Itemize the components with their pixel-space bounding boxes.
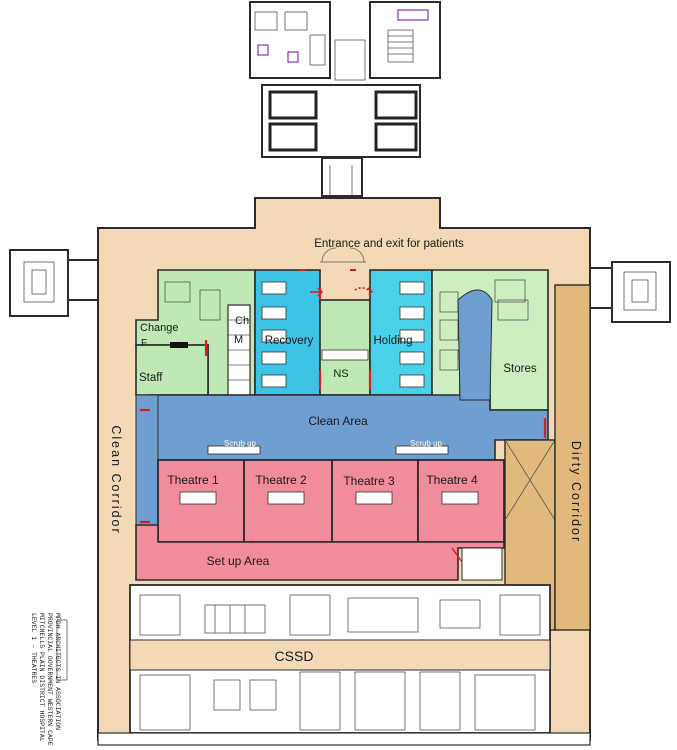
east-stair xyxy=(589,261,671,323)
m-label: M xyxy=(234,334,243,346)
west-stair xyxy=(9,249,99,317)
north-block xyxy=(249,1,441,81)
dirty-corridor-label: Dirty Corridor xyxy=(569,441,583,543)
ch-label: Ch xyxy=(235,315,249,327)
lift-lobby xyxy=(261,84,421,197)
setup-area-label: Set up Area xyxy=(207,554,270,568)
theatre-3-label: Theatre 3 xyxy=(343,474,395,488)
theatre-2-label: Theatre 2 xyxy=(255,473,307,487)
scrub-up-label-1: Scrub up xyxy=(224,439,257,448)
theatre-1-label: Theatre 1 xyxy=(167,473,219,487)
title-line-1: LEVEL 1 - THEATRES xyxy=(30,613,37,683)
holding-beds xyxy=(399,281,425,388)
ns-label: NS xyxy=(333,368,348,380)
change-f-label: F xyxy=(141,338,147,349)
clean-area-label: Clean Area xyxy=(308,414,368,428)
entrance-doors xyxy=(320,247,366,263)
title-block: LEVEL 1 - THEATRES MITCHELLS PLAIN DISTR… xyxy=(30,613,61,746)
title-line-4: MPDH ARCHITECTS IN ASSOCIATION xyxy=(54,613,61,730)
theatre-4-label: Theatre 4 xyxy=(426,473,478,487)
title-line-2: MITCHELLS PLAIN DISTRICT HOSPITAL xyxy=(38,613,45,742)
scrub-up-label-2: Scrub up xyxy=(410,439,443,448)
dirty-corridor-zone xyxy=(554,284,591,631)
entrance-label: Entrance and exit for patients xyxy=(314,238,464,250)
stores-label: Stores xyxy=(503,363,536,375)
title-line-3: PROVINCIAL GOVERNMENT WESTERN CAPE xyxy=(46,613,53,746)
cssd-fixtures xyxy=(139,594,541,731)
change-label: Change xyxy=(140,322,179,334)
setup-area-zone xyxy=(135,524,505,581)
red-door-markers xyxy=(140,269,547,563)
recovery-label: Recovery xyxy=(265,335,314,347)
staff-label: Staff xyxy=(139,372,163,384)
staff-room xyxy=(135,344,209,396)
recovery-beds xyxy=(261,281,287,388)
clean-corridor-label: Clean Corridor xyxy=(109,425,123,534)
cssd-label: CSSD xyxy=(275,648,314,664)
nurse-station-zone xyxy=(319,299,371,396)
holding-label: Holding xyxy=(374,335,413,347)
theatres-block xyxy=(157,459,505,543)
